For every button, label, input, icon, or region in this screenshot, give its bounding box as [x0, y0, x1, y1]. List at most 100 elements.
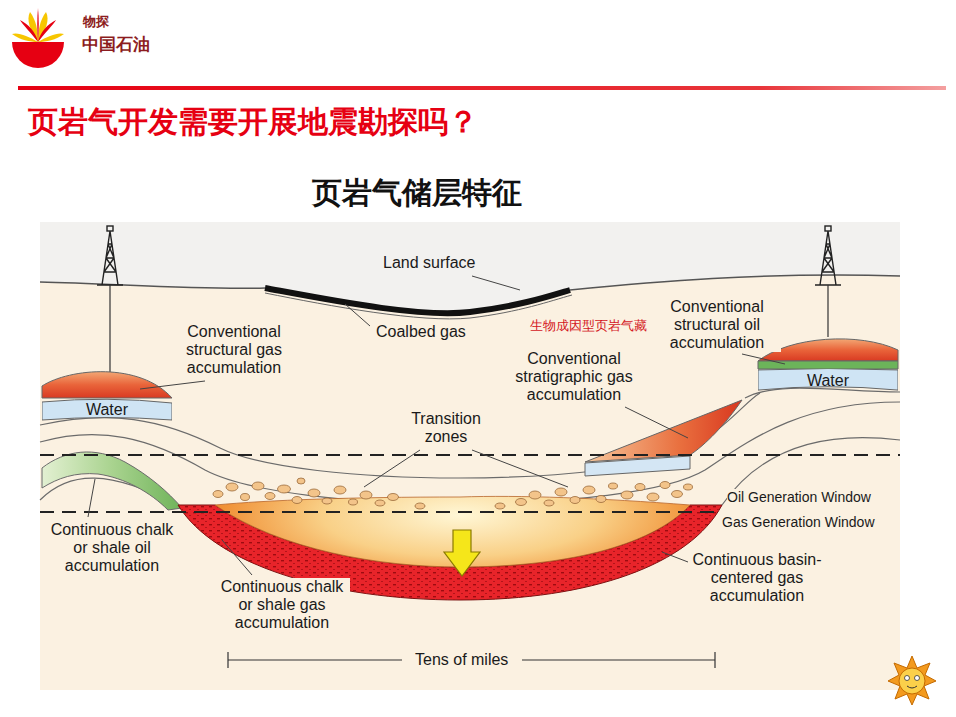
derrick: [815, 226, 841, 285]
feature-label: Continuous basin-centered gas accumulati…: [691, 551, 824, 605]
scale-label: Tens of miles: [415, 651, 508, 669]
derrick: [97, 226, 123, 285]
emblem-petal: [37, 8, 39, 42]
stratum-line: [722, 438, 900, 505]
gas-cap: [42, 372, 172, 398]
well-bore: [109, 285, 110, 372]
blob: [252, 482, 264, 490]
blob: [660, 482, 670, 489]
feature-label: Continuous chalk or shale gas accumulati…: [215, 578, 350, 632]
scale-tick: [227, 652, 228, 668]
header-rule: [18, 86, 946, 90]
band-label: Water: [42, 398, 172, 422]
feature-label: Conventional stratigraphic gas accumulat…: [504, 350, 644, 404]
blob: [555, 488, 567, 496]
feature-label: Conventional structural gas accumulation: [170, 323, 298, 377]
band-label: Water: [758, 369, 898, 392]
window-label: Gas Generation Window: [722, 514, 875, 530]
blob: [621, 491, 633, 499]
feature-label: Transition zones: [406, 410, 486, 446]
oil-window-line: [40, 454, 900, 456]
downward-arrow: [444, 530, 480, 576]
stratigraphic-water: [585, 456, 690, 476]
blob: [360, 491, 372, 499]
logo-emblem: [12, 8, 64, 68]
scale-line: [228, 659, 402, 660]
shale-oil-band: [42, 452, 182, 510]
blob: [297, 478, 305, 484]
blob: [570, 497, 580, 504]
leader-line: [140, 381, 205, 389]
blob: [609, 483, 618, 489]
sun-mouth: [907, 686, 917, 688]
blob: [388, 494, 399, 501]
scale-line: [522, 659, 715, 660]
blob: [583, 486, 595, 494]
water-band: Water: [758, 369, 898, 392]
blob: [322, 498, 332, 504]
blob: [265, 493, 275, 500]
sun-eye: [905, 676, 910, 681]
leader-line: [345, 304, 370, 326]
leader-line: [662, 552, 688, 562]
transition-blobs: [213, 478, 693, 509]
blob: [308, 489, 320, 497]
leader-line: [742, 354, 785, 364]
blob: [635, 484, 645, 491]
water-band: Water: [42, 398, 172, 422]
blob: [684, 484, 693, 490]
land-surface-line: [570, 275, 900, 290]
blob: [495, 503, 505, 509]
blob: [278, 485, 291, 493]
logo-text: 中国石油: [82, 35, 150, 55]
blob: [415, 503, 425, 509]
stratigraphic-gas-wedge: [585, 400, 742, 462]
leader-line: [625, 407, 688, 438]
subtitle: 页岩气储层特征: [312, 175, 522, 210]
well-bore: [827, 285, 828, 337]
derrick-frame: [97, 231, 123, 285]
slide-title: 页岩气开发需要开展地震勘探吗？: [28, 104, 478, 140]
blob: [544, 500, 554, 506]
derrick-top: [107, 226, 113, 231]
coal-seam-base: [265, 293, 572, 319]
stratum-line: [40, 393, 760, 478]
coal-seam: [265, 288, 570, 313]
feature-label: Coalbed gas: [376, 323, 466, 341]
feature-label: Land surface: [383, 254, 476, 272]
blob: [292, 497, 302, 504]
annotation: 生物成因型页岩气藏: [530, 318, 647, 333]
derrick-frame: [815, 231, 841, 285]
blob: [226, 483, 238, 491]
leader-line: [472, 450, 568, 487]
sun-icon: [888, 656, 936, 705]
blob: [375, 500, 385, 506]
strata: [40, 388, 900, 505]
blob: [596, 496, 606, 503]
window-label: Oil Generation Window: [727, 489, 871, 505]
leader-line: [364, 450, 420, 487]
sun-face: [899, 668, 925, 694]
land-surface-line: [40, 282, 265, 288]
scale-bar: [228, 652, 715, 668]
leader-line: [472, 276, 520, 290]
emblem-base: [12, 42, 64, 68]
sun-eye: [915, 676, 920, 681]
logo-text: 物探: [83, 14, 109, 29]
derrick-top: [825, 226, 831, 231]
ground: [40, 222, 900, 690]
sun-rays: [888, 656, 936, 705]
scale-tick: [714, 652, 715, 668]
blob: [529, 491, 541, 499]
leader-lines: [88, 276, 785, 575]
blob: [647, 493, 659, 501]
gas-window-line: [40, 511, 716, 513]
leader-line: [222, 540, 252, 575]
blob: [213, 491, 223, 498]
emblem-petal: [38, 20, 56, 42]
blob: [672, 491, 683, 498]
leader-line: [88, 479, 95, 517]
blob: [349, 499, 358, 505]
feature-label: Continuous chalk or shale oil accumulati…: [45, 521, 180, 575]
blob: [241, 494, 250, 501]
